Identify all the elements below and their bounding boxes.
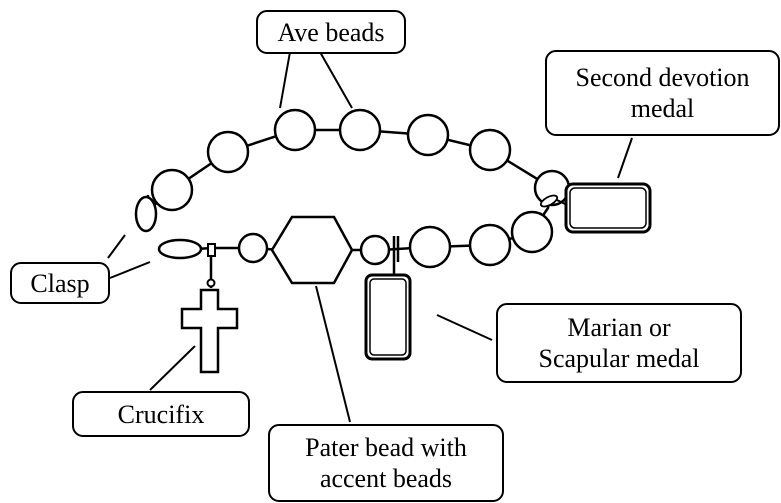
accent-bead — [359, 234, 391, 266]
marian-medal-inner — [369, 278, 407, 356]
bead — [406, 113, 450, 157]
label-marian-scapular-medal: Marian or Scapular medal — [496, 303, 742, 383]
marian-medal — [364, 273, 412, 361]
bead — [150, 168, 194, 212]
bead — [408, 225, 452, 269]
leader-ave-1 — [279, 51, 291, 109]
bead — [273, 108, 317, 152]
bead — [338, 108, 382, 152]
label-second-devotion-medal: Second devotion medal — [545, 50, 780, 136]
label-pater-bead: Pater bead with accent beads — [268, 424, 504, 502]
second-medal-inner — [569, 187, 647, 229]
leader-pater-bead — [315, 285, 351, 423]
bead — [468, 223, 512, 267]
label-clasp: Clasp — [10, 262, 110, 304]
second-medal-link — [539, 194, 559, 208]
crucifix-link — [207, 243, 216, 257]
accent-bead — [237, 232, 269, 264]
bead — [510, 210, 554, 254]
second-medal — [564, 182, 652, 234]
label-ave-beads: Ave beads — [256, 10, 406, 54]
leader-crucifix — [149, 345, 196, 391]
leader-lines — [107, 51, 633, 423]
leader-second-medal — [617, 137, 633, 179]
clasp-right — [157, 238, 203, 260]
bead — [468, 128, 512, 172]
leader-clasp-2 — [109, 261, 151, 279]
crucifix — [180, 288, 239, 374]
label-crucifix: Crucifix — [72, 391, 250, 437]
crucifix-loop — [206, 278, 216, 288]
leader-marian-medal — [436, 314, 493, 341]
clasp-left — [134, 195, 158, 233]
pater-bead — [270, 215, 354, 285]
leader-ave-2 — [319, 51, 353, 109]
ave-beads — [150, 108, 571, 269]
bead — [206, 130, 250, 174]
leader-clasp-1 — [107, 234, 126, 259]
